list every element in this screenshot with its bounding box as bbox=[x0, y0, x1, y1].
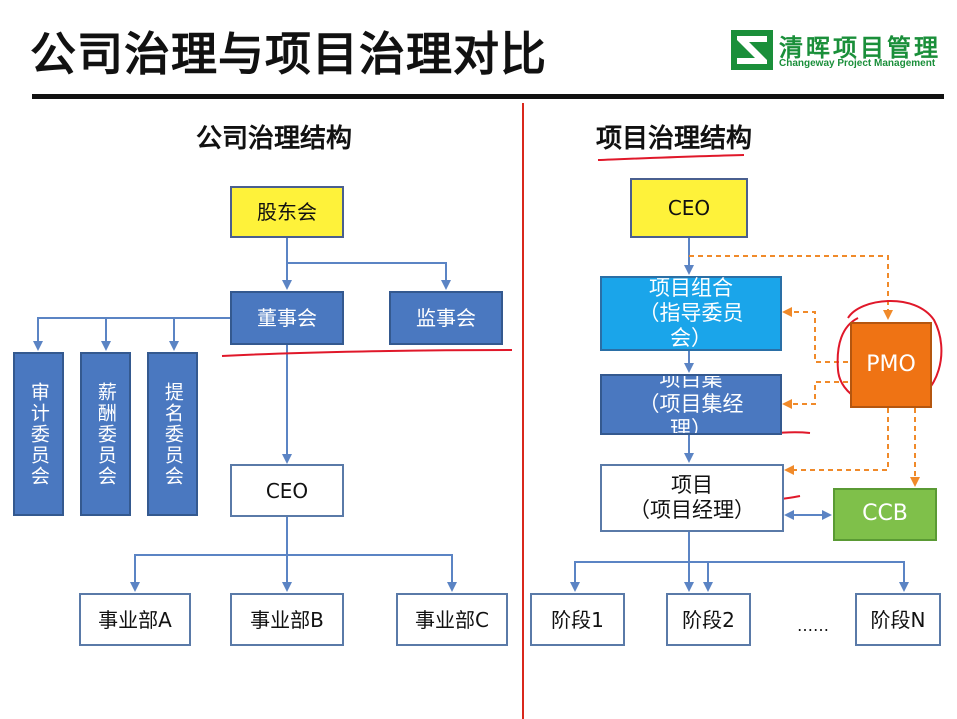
program-box: 项目集 （项目集经 理） bbox=[600, 374, 782, 435]
phase-ellipsis: …… bbox=[797, 616, 829, 635]
project-box: 项目 （项目经理） bbox=[600, 464, 784, 532]
shareholders-box: 股东会 bbox=[230, 186, 344, 238]
supervisory-box: 监事会 bbox=[389, 291, 503, 345]
page-title: 公司治理与项目治理对比 bbox=[30, 27, 547, 81]
logo-english-name: Changeway Project Management bbox=[779, 58, 936, 69]
center-divider bbox=[522, 103, 524, 719]
project-heading: 项目治理结构 bbox=[596, 124, 753, 154]
pmo-box: PMO bbox=[850, 322, 932, 408]
phase-n-box: 阶段N bbox=[855, 593, 941, 646]
project-ceo-box: CEO bbox=[630, 178, 748, 238]
committee-audit: 审计委员会 bbox=[13, 352, 64, 516]
division-b-box: 事业部B bbox=[230, 593, 344, 646]
portfolio-box: 项目组合 （指导委员 会） bbox=[600, 276, 782, 351]
ccb-box: CCB bbox=[833, 488, 937, 541]
corporate-heading: 公司治理结构 bbox=[196, 124, 353, 154]
logo-chinese-name: 清晖项目管理 bbox=[779, 34, 941, 62]
corporate-ceo-box: CEO bbox=[230, 464, 344, 517]
division-c-box: 事业部C bbox=[396, 593, 508, 646]
phase-2-box: 阶段2 bbox=[666, 593, 751, 646]
division-a-box: 事业部A bbox=[79, 593, 191, 646]
board-box: 董事会 bbox=[230, 291, 344, 345]
committee-compensation: 薪酬委员会 bbox=[80, 352, 131, 516]
company-logo: 清晖项目管理 Changeway Project Management bbox=[731, 30, 941, 74]
logo-mark-icon bbox=[731, 30, 773, 70]
title-underline bbox=[32, 94, 944, 99]
phase-1-box: 阶段1 bbox=[530, 593, 625, 646]
committee-nomination: 提名委员会 bbox=[147, 352, 198, 516]
